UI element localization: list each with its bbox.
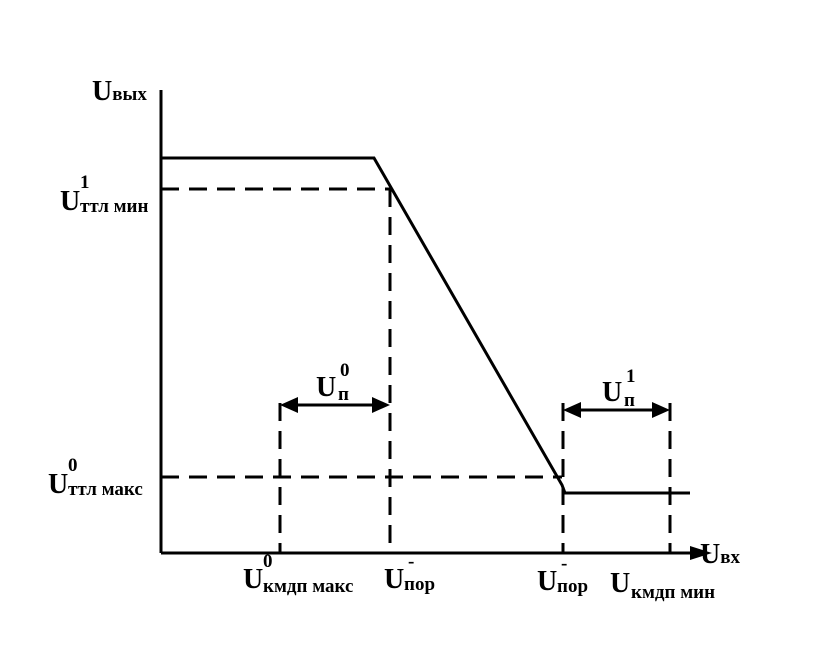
- svg-text:п: п: [338, 384, 349, 405]
- svg-text:-: -: [561, 553, 567, 574]
- svg-text:кмдп макс: кмдп макс: [263, 576, 353, 597]
- svg-text:ттл мин: ттл мин: [80, 196, 148, 217]
- label-u-cmos-max: U 0 кмдп макс: [243, 551, 353, 597]
- svg-text:1: 1: [80, 172, 90, 193]
- label-u-ttl-min: U 1 ттл мин: [60, 172, 148, 217]
- svg-text:0: 0: [340, 360, 350, 381]
- noise-margin-0-arrow: [280, 397, 390, 413]
- svg-text:пор: пор: [404, 574, 435, 595]
- svg-text:U: U: [48, 469, 68, 500]
- label-u-por-2: U - пор: [537, 553, 588, 597]
- svg-text:1: 1: [626, 366, 636, 387]
- x-axis-label: Uвх: [700, 539, 740, 570]
- y-axis-label: Uвых: [92, 76, 147, 107]
- svg-text:U: U: [602, 377, 622, 408]
- svg-text:U: U: [537, 566, 557, 597]
- svg-text:U: U: [384, 564, 404, 595]
- svg-text:U: U: [610, 568, 630, 599]
- svg-text:кмдп мин: кмдп мин: [631, 582, 715, 603]
- svg-text:U: U: [60, 186, 80, 217]
- svg-text:U: U: [316, 372, 336, 403]
- transfer-curve: [161, 156, 690, 495]
- svg-text:U: U: [243, 564, 263, 595]
- label-u-por-1: U - пор: [384, 551, 435, 595]
- label-u-cmos-min: U кмдп мин: [610, 568, 715, 603]
- dashed-guides: [161, 187, 672, 553]
- label-u-ttl-max: U 0 ттл макс: [48, 455, 143, 500]
- label-u-noise-0: U 0 п: [316, 360, 350, 405]
- svg-text:п: п: [624, 390, 635, 411]
- noise-margin-1-arrow: [563, 402, 670, 418]
- svg-text:ттл макс: ттл макс: [68, 479, 143, 500]
- label-u-noise-1: U 1 п: [602, 366, 636, 411]
- x-axis-arrowhead: [690, 546, 712, 560]
- svg-text:-: -: [408, 551, 414, 572]
- svg-text:0: 0: [68, 455, 78, 476]
- svg-text:0: 0: [263, 551, 273, 572]
- svg-text:пор: пор: [557, 576, 588, 597]
